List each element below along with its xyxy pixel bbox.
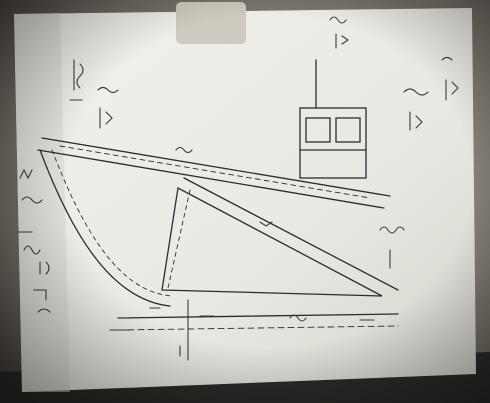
scene [0, 0, 490, 403]
lighting-vignette [0, 0, 490, 403]
photo [0, 0, 490, 403]
